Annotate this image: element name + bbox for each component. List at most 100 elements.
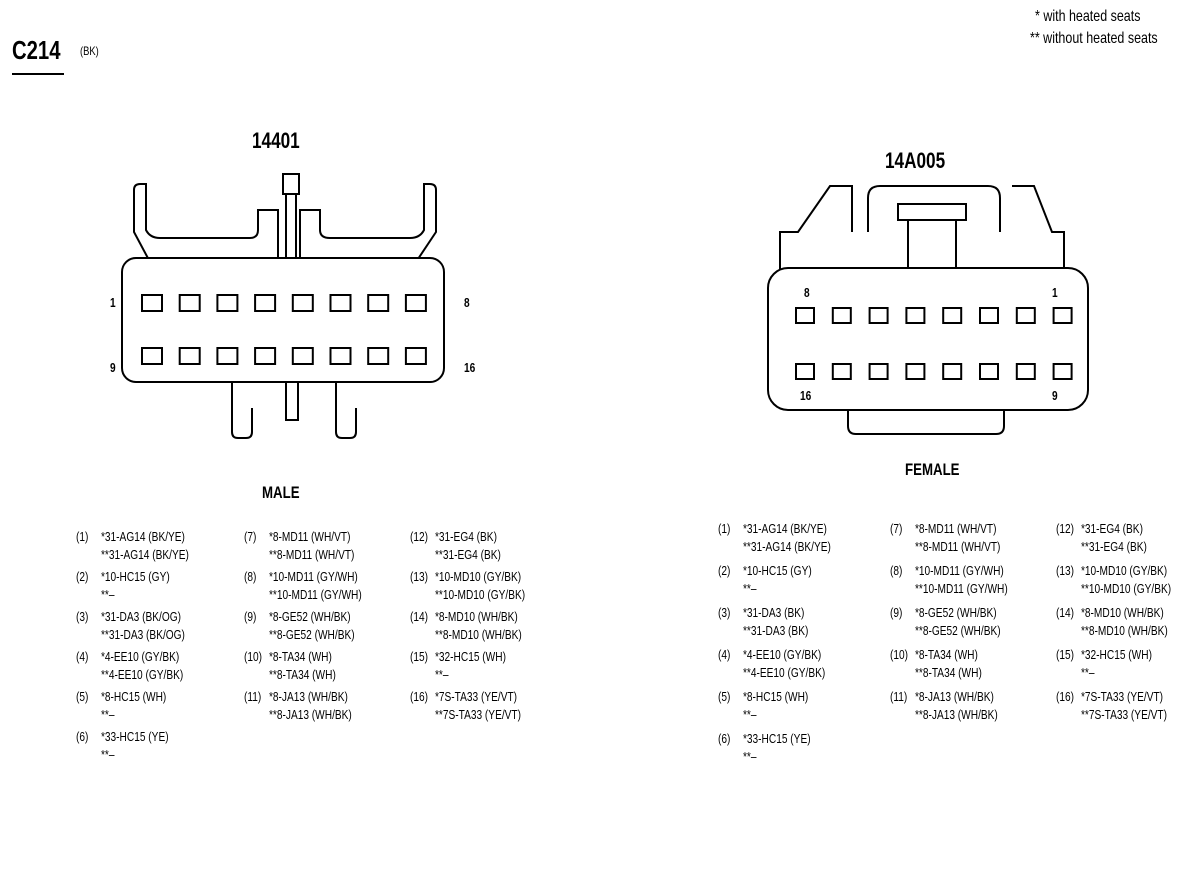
circuit-unheated: **10-MD10 (GY/BK) xyxy=(1080,581,1172,596)
female-pin-entry: (16) *7S-TA33 (YE/VT) **7S-TA33 (YE/VT) xyxy=(1056,688,1167,724)
male-pin-entry: (10)*8-TA34 (WH)**8-TA34 (WH) xyxy=(244,648,336,684)
pin-cavity xyxy=(979,307,999,324)
pin-circuits: *8-JA13 (WH/BK)**8-JA13 (WH/BK) xyxy=(915,688,998,724)
circuit-heated: *33-HC15 (YE) xyxy=(100,729,169,744)
pin-number: (6) xyxy=(718,731,731,746)
male-label: MALE xyxy=(262,483,300,502)
male-pin-entry: (11)*8-JA13 (WH/BK)**8-JA13 (WH/BK) xyxy=(244,688,352,724)
connector-color: (BK) xyxy=(80,44,99,58)
male-pin-entry: (6) *33-HC15 (YE) **– xyxy=(76,728,169,764)
circuit-heated: *4-EE10 (GY/BK) xyxy=(742,647,822,662)
pin-cavity xyxy=(367,294,390,312)
pin-cavity xyxy=(942,307,963,324)
circuit-heated: *8-JA13 (WH/BK) xyxy=(914,689,994,704)
female-pin-label-top-right: 1 xyxy=(1052,285,1058,300)
pin-circuits: *32-HC15 (WH)**– xyxy=(1081,646,1152,682)
pin-cavity xyxy=(831,307,852,324)
male-lock-tab xyxy=(282,173,300,195)
pin-circuits: *10-MD11 (GY/WH)**10-MD11 (GY/WH) xyxy=(269,568,362,604)
circuit-heated: *8-HC15 (WH) xyxy=(742,689,809,704)
circuit-heated: *31-EG4 (BK) xyxy=(1080,521,1143,536)
pin-number: (11) xyxy=(244,689,262,704)
pin-circuits: *8-TA34 (WH)**8-TA34 (WH) xyxy=(915,646,982,682)
pin-cavity xyxy=(178,294,201,312)
pin-number: (2) xyxy=(718,563,731,578)
pin-circuits: *31-EG4 (BK)**31-EG4 (BK) xyxy=(435,528,501,564)
circuit-heated: *8-MD10 (WH/BK) xyxy=(1080,605,1164,620)
male-pin-entry: (1)*31-AG14 (BK/YE)**31-AG14 (BK/YE) xyxy=(76,528,189,564)
female-pin-entry: (6)*33-HC15 (YE)**– xyxy=(718,730,811,766)
female-pin-entry: (12)*31-EG4 (BK)**31-EG4 (BK) xyxy=(1056,520,1147,556)
circuit-heated: *4-EE10 (GY/BK) xyxy=(100,649,180,664)
pin-cavity xyxy=(178,347,201,365)
pin-circuits: *31-DA3 (BK)**31-DA3 (BK) xyxy=(743,604,808,640)
pin-cavity xyxy=(404,294,427,312)
circuit-unheated: **8-MD10 (WH/BK) xyxy=(1080,623,1168,638)
pin-number: (16) xyxy=(410,689,429,704)
circuit-heated: *31-DA3 (BK) xyxy=(742,605,805,620)
pin-cavity xyxy=(1052,307,1073,324)
circuit-unheated: **31-AG14 (BK/YE) xyxy=(742,539,831,554)
pin-number: (3) xyxy=(718,605,731,620)
female-pin-entry: (1)*31-AG14 (BK/YE)**31-AG14 (BK/YE) xyxy=(718,520,831,556)
pin-number: (14) xyxy=(410,609,429,624)
pin-circuits: *4-EE10 (GY/BK)**4-EE10 (GY/BK) xyxy=(743,646,825,682)
circuit-unheated: **10-MD11 (GY/WH) xyxy=(268,587,362,602)
male-foot-right xyxy=(335,382,357,439)
pin-number: (6) xyxy=(76,729,89,744)
pin-number: (15) xyxy=(1056,647,1075,662)
pin-number: (10) xyxy=(244,649,263,664)
pin-number: (1) xyxy=(76,529,89,544)
pin-number: (4) xyxy=(718,647,731,662)
circuit-unheated: **– xyxy=(434,667,449,682)
circuit-heated: *10-HC15 (GY) xyxy=(100,569,170,584)
circuit-heated: *32-HC15 (WH) xyxy=(1080,647,1152,662)
circuit-heated: *31-AG14 (BK/YE) xyxy=(742,521,827,536)
circuit-heated: *31-DA3 (BK/OG) xyxy=(100,609,181,624)
female-pin-entry: (13)*10-MD10 (GY/BK)**10-MD10 (GY/BK) xyxy=(1056,562,1171,598)
pin-cavity xyxy=(795,363,815,380)
pin-number: (10) xyxy=(890,647,909,662)
female-connector-drawing xyxy=(767,185,1089,435)
circuit-unheated: **7S-TA33 (YE/VT) xyxy=(1080,707,1167,722)
legend-heated: * with heated seats xyxy=(1035,8,1141,25)
pin-number: (2) xyxy=(76,569,89,584)
circuit-heated: *10-HC15 (GY) xyxy=(742,563,812,578)
female-pin-entry: (3) *31-DA3 (BK)**31-DA3 (BK) xyxy=(718,604,808,640)
male-pin-entry: (8) *10-MD11 (GY/WH)**10-MD11 (GY/WH) xyxy=(244,568,362,604)
circuit-unheated: **– xyxy=(100,747,115,762)
pin-circuits: *10-HC15 (GY)**– xyxy=(743,562,812,598)
circuit-heated: *10-MD10 (GY/BK) xyxy=(434,569,522,584)
pin-number: (8) xyxy=(244,569,257,584)
female-label: FEMALE xyxy=(905,460,960,479)
male-cavity-grid xyxy=(141,294,427,365)
circuit-unheated: **31-AG14 (BK/YE) xyxy=(100,547,189,562)
pin-cavity xyxy=(942,363,963,380)
pin-circuits: *10-MD11 (GY/WH)**10-MD11 (GY/WH) xyxy=(915,562,1008,598)
circuit-heated: *8-MD11 (WH/VT) xyxy=(914,521,997,536)
male-pin-entry: (13)*10-MD10 (GY/BK)**10-MD10 (GY/BK) xyxy=(410,568,525,604)
female-pin-entry: (15) *32-HC15 (WH)**– xyxy=(1056,646,1152,682)
male-pin-entry: (4)*4-EE10 (GY/BK)**4-EE10 (GY/BK) xyxy=(76,648,183,684)
circuit-heated: *8-GE52 (WH/BK) xyxy=(914,605,997,620)
pin-circuits: *10-HC15 (GY)**– xyxy=(101,568,170,604)
pin-cavity xyxy=(905,307,926,324)
circuit-heated: *10-MD10 (GY/BK) xyxy=(1080,563,1168,578)
pin-circuits: *8-MD11 (WH/VT)**8-MD11 (WH/VT) xyxy=(269,528,354,564)
pin-circuits: *8-HC15 (WH)**– xyxy=(743,688,808,724)
circuit-unheated: **8-MD11 (WH/VT) xyxy=(268,547,355,562)
female-pin-entry: (7)*8-MD11 (WH/VT)**8-MD11 (WH/VT) xyxy=(890,520,1000,556)
pin-number: (12) xyxy=(410,529,429,544)
pin-number: (12) xyxy=(1056,521,1075,536)
pin-number: (16) xyxy=(1056,689,1075,704)
circuit-unheated: **4-EE10 (GY/BK) xyxy=(100,667,184,682)
circuit-unheated: **31-DA3 (BK/OG) xyxy=(100,627,185,642)
circuit-unheated: **– xyxy=(100,707,115,722)
pin-number: (5) xyxy=(76,689,89,704)
circuit-heated: *8-MD10 (WH/BK) xyxy=(434,609,518,624)
pin-cavity xyxy=(1052,363,1073,380)
male-pin-entry: (9)*8-GE52 (WH/BK)**8-GE52 (WH/BK) xyxy=(244,608,355,644)
circuit-unheated: **10-MD10 (GY/BK) xyxy=(434,587,526,602)
circuit-heated: *7S-TA33 (YE/VT) xyxy=(1080,689,1164,704)
pin-circuits: *8-HC15 (WH)**– xyxy=(101,688,166,724)
